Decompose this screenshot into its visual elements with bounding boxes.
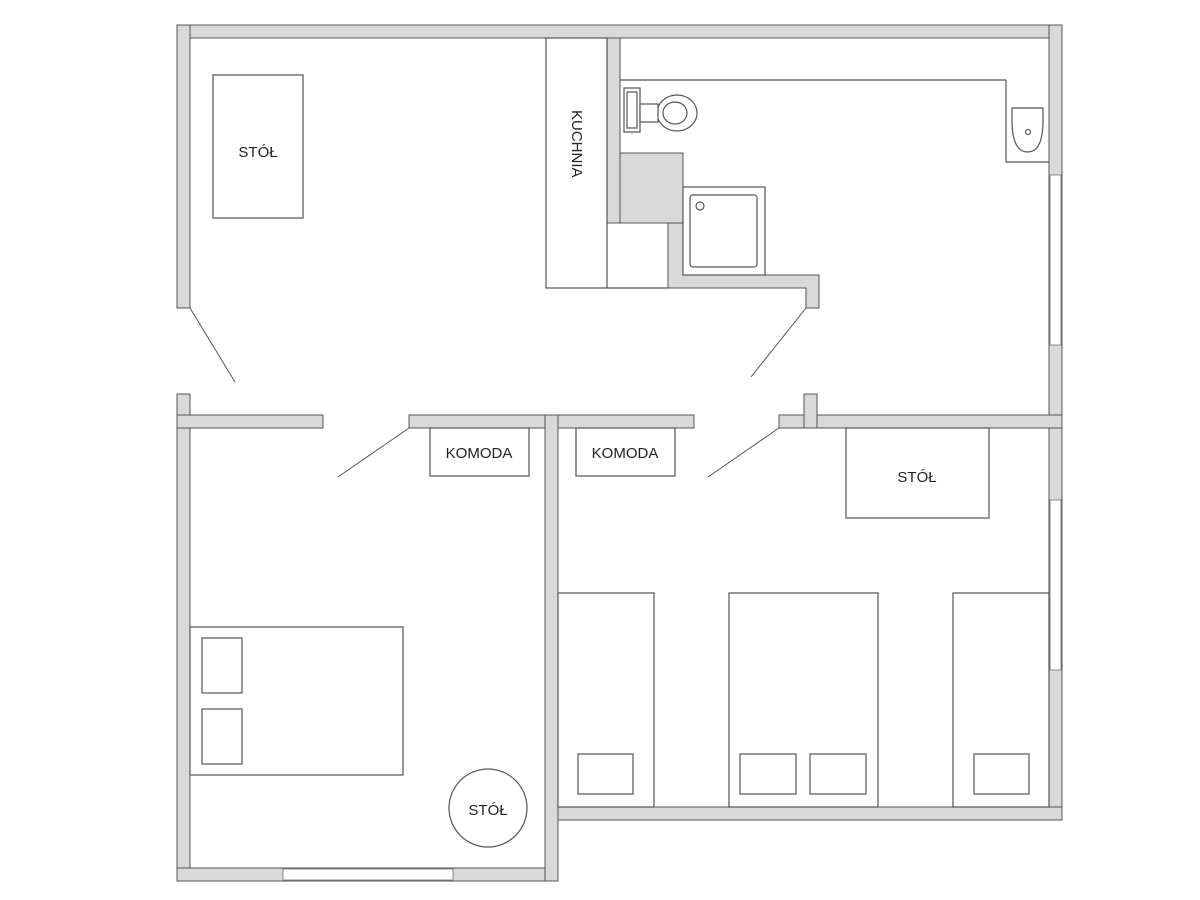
table-right <box>845 427 990 519</box>
table-top-left <box>212 74 304 219</box>
table-right-label: STÓŁ <box>897 469 936 486</box>
pillow <box>201 708 243 765</box>
left-wall-lower <box>176 393 191 882</box>
sink-cabinet <box>1005 80 1049 163</box>
window-bottom <box>282 868 454 881</box>
table-top-left-label: STÓŁ <box>238 144 277 161</box>
dresser-left <box>429 427 530 477</box>
wall-stub <box>803 393 818 429</box>
dresser-right-label: KOMODA <box>592 445 659 462</box>
door-bedroom-right <box>707 427 780 478</box>
window-right-lower <box>1049 499 1062 671</box>
pillow <box>739 753 797 795</box>
left-wall-upper <box>176 24 191 309</box>
bedroom-divider-wall <box>544 414 559 882</box>
window-right-upper <box>1049 174 1062 346</box>
sink-icon <box>1011 107 1044 153</box>
interior-walls <box>176 37 1063 882</box>
pillow <box>973 753 1030 795</box>
pillow <box>809 753 867 795</box>
round-table-label: STÓŁ <box>468 802 507 819</box>
corridor-wall-right <box>778 414 1063 429</box>
door-bathroom <box>750 307 807 378</box>
pillow <box>577 753 634 795</box>
top-wall <box>176 24 1063 39</box>
dresser-right <box>575 427 676 477</box>
dresser-left-label: KOMODA <box>446 445 513 462</box>
kitchen-counter <box>545 37 608 289</box>
toilet-icon <box>623 87 698 133</box>
pillow <box>201 637 243 694</box>
round-table <box>448 768 528 848</box>
door-left-hall <box>189 307 236 383</box>
shower-tray-icon <box>682 186 766 276</box>
corridor-wall-left <box>176 414 324 429</box>
shaft <box>619 152 684 224</box>
bottom-wall-right <box>544 806 1063 821</box>
kitchen-label: KUCHNIA <box>568 110 585 178</box>
door-bedroom-left <box>337 427 410 478</box>
